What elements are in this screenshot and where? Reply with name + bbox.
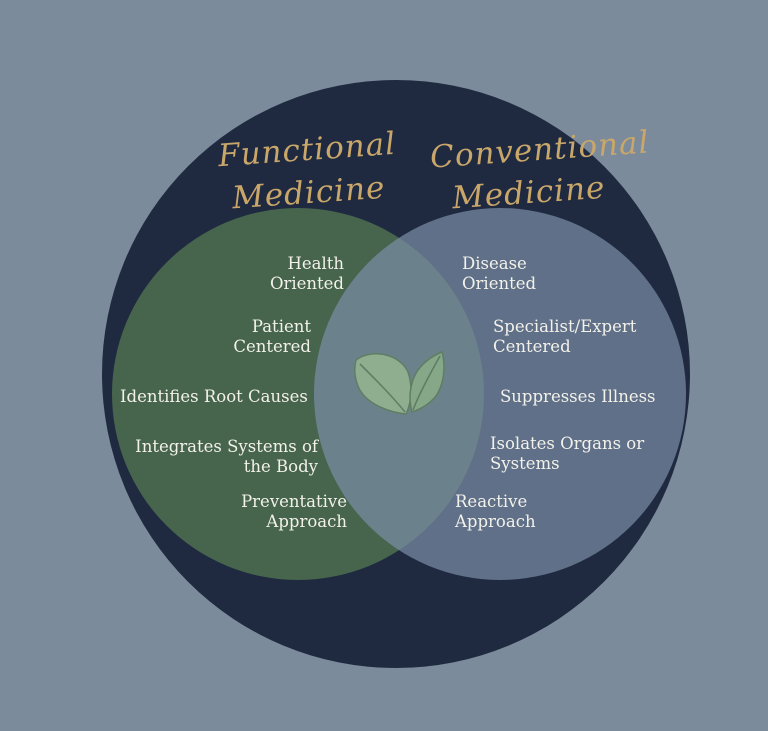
conventional-item-reactive: Reactive Approach (455, 492, 536, 531)
functional-item-preventative: Preventative Approach (241, 492, 347, 531)
functional-item-patient-centered: Patient Centered (233, 317, 311, 356)
conventional-medicine-circle (314, 208, 686, 580)
leaf-icon (353, 350, 445, 415)
functional-item-integrates-systems: Integrates Systems of the Body (135, 437, 318, 476)
conventional-item-specialist-centered: Specialist/Expert Centered (493, 317, 637, 356)
conventional-item-disease-oriented: Disease Oriented (462, 254, 537, 293)
functional-item-health-oriented: Health Oriented (269, 254, 344, 293)
functional-item-root-causes: Identifies Root Causes (120, 387, 308, 406)
conventional-item-suppresses-illness: Suppresses Illness (500, 387, 656, 406)
conventional-item-isolates-organs: Isolates Organs or Systems (490, 434, 645, 473)
